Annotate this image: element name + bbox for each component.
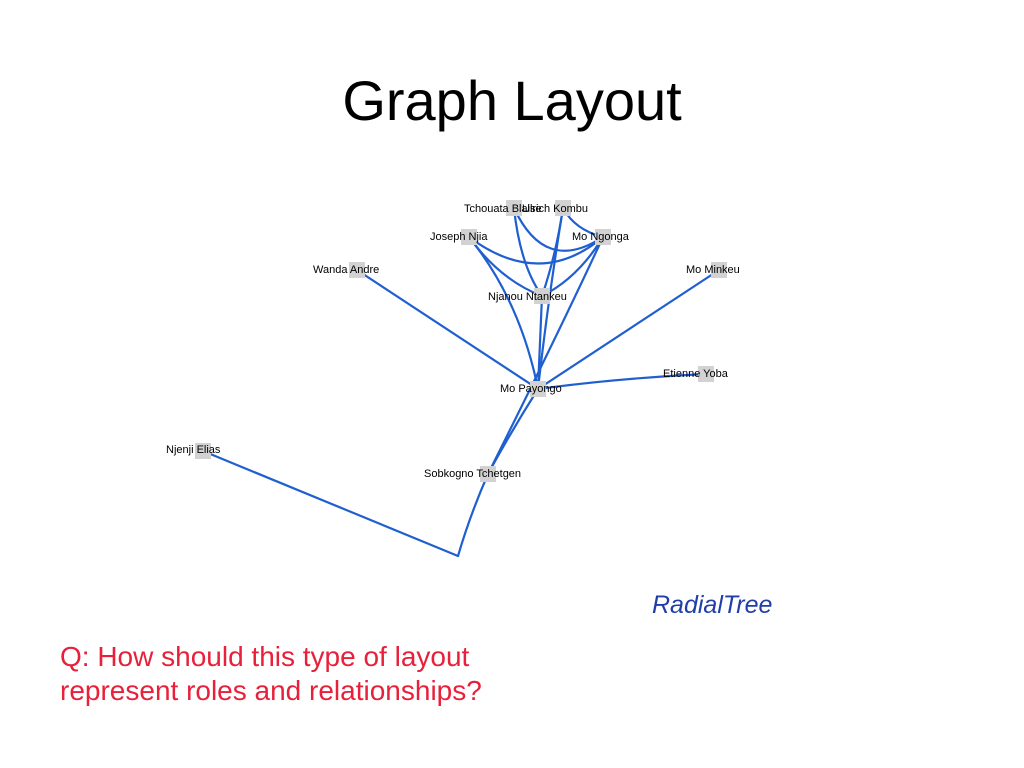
node-marker [595,229,611,245]
graph-node-payongo[interactable]: Mo Payongo [500,381,562,397]
node-label: Ulrich Kombu [522,203,588,215]
graph-node-sobkogno[interactable]: Sobkogno Tchetgen [424,466,521,482]
graph-edge [467,235,540,391]
node-marker [349,262,365,278]
graph-node-njenji[interactable]: Njenji Elias [166,443,221,459]
node-label: Tchouata Blaise [464,203,542,215]
node-marker [555,200,571,216]
node-label: Njenji Elias [166,444,221,456]
graph-edge [536,372,708,391]
node-marker [698,366,714,382]
graph-edge [486,235,605,476]
node-marker [461,229,477,245]
node-label: Wanda Andre [313,264,379,276]
question-line-2: represent roles and relationships? [60,675,482,706]
node-label: Sobkogno Tchetgen [424,468,521,480]
graph-edge [512,206,605,252]
graph-edge [355,268,540,391]
slide-title: Graph Layout [342,69,682,132]
node-label: Mo Minkeu [686,264,740,276]
graph-node-wanda[interactable]: Wanda Andre [313,262,379,278]
graph-edge [201,449,460,558]
node-label: Etienne Yoba [663,368,729,380]
graph-node-minkeu[interactable]: Mo Minkeu [686,262,740,278]
node-marker [506,200,522,216]
graph-edge [467,235,605,265]
graph-node-mongonga[interactable]: Mo Ngonga [572,229,630,245]
graph-node-tchouata[interactable]: Tchouata Blaise [464,200,542,216]
graph-node-joseph[interactable]: Joseph Njia [430,229,488,245]
node-label: Joseph Njia [430,231,488,243]
graph-edge [536,268,721,391]
node-label: Mo Ngonga [572,231,630,243]
node-marker [534,288,550,304]
node-label: Mo Payongo [500,383,562,395]
graph-node-etienne[interactable]: Etienne Yoba [663,366,729,382]
graph-edge [456,472,490,558]
layout-caption: RadialTree [652,591,773,619]
edges-layer [201,206,721,558]
node-marker [530,381,546,397]
graph-node-njanou[interactable]: Njanou Ntankeu [488,288,567,304]
graph-node-ulrich[interactable]: Ulrich Kombu [522,200,588,216]
node-marker [711,262,727,278]
node-marker [480,466,496,482]
graph-edge [512,206,544,298]
question-line-1: Q: How should this type of layout [60,641,470,672]
node-label: Njanou Ntankeu [488,291,567,303]
question-text: Q: How should this type of layout repres… [60,640,620,708]
node-marker [195,443,211,459]
